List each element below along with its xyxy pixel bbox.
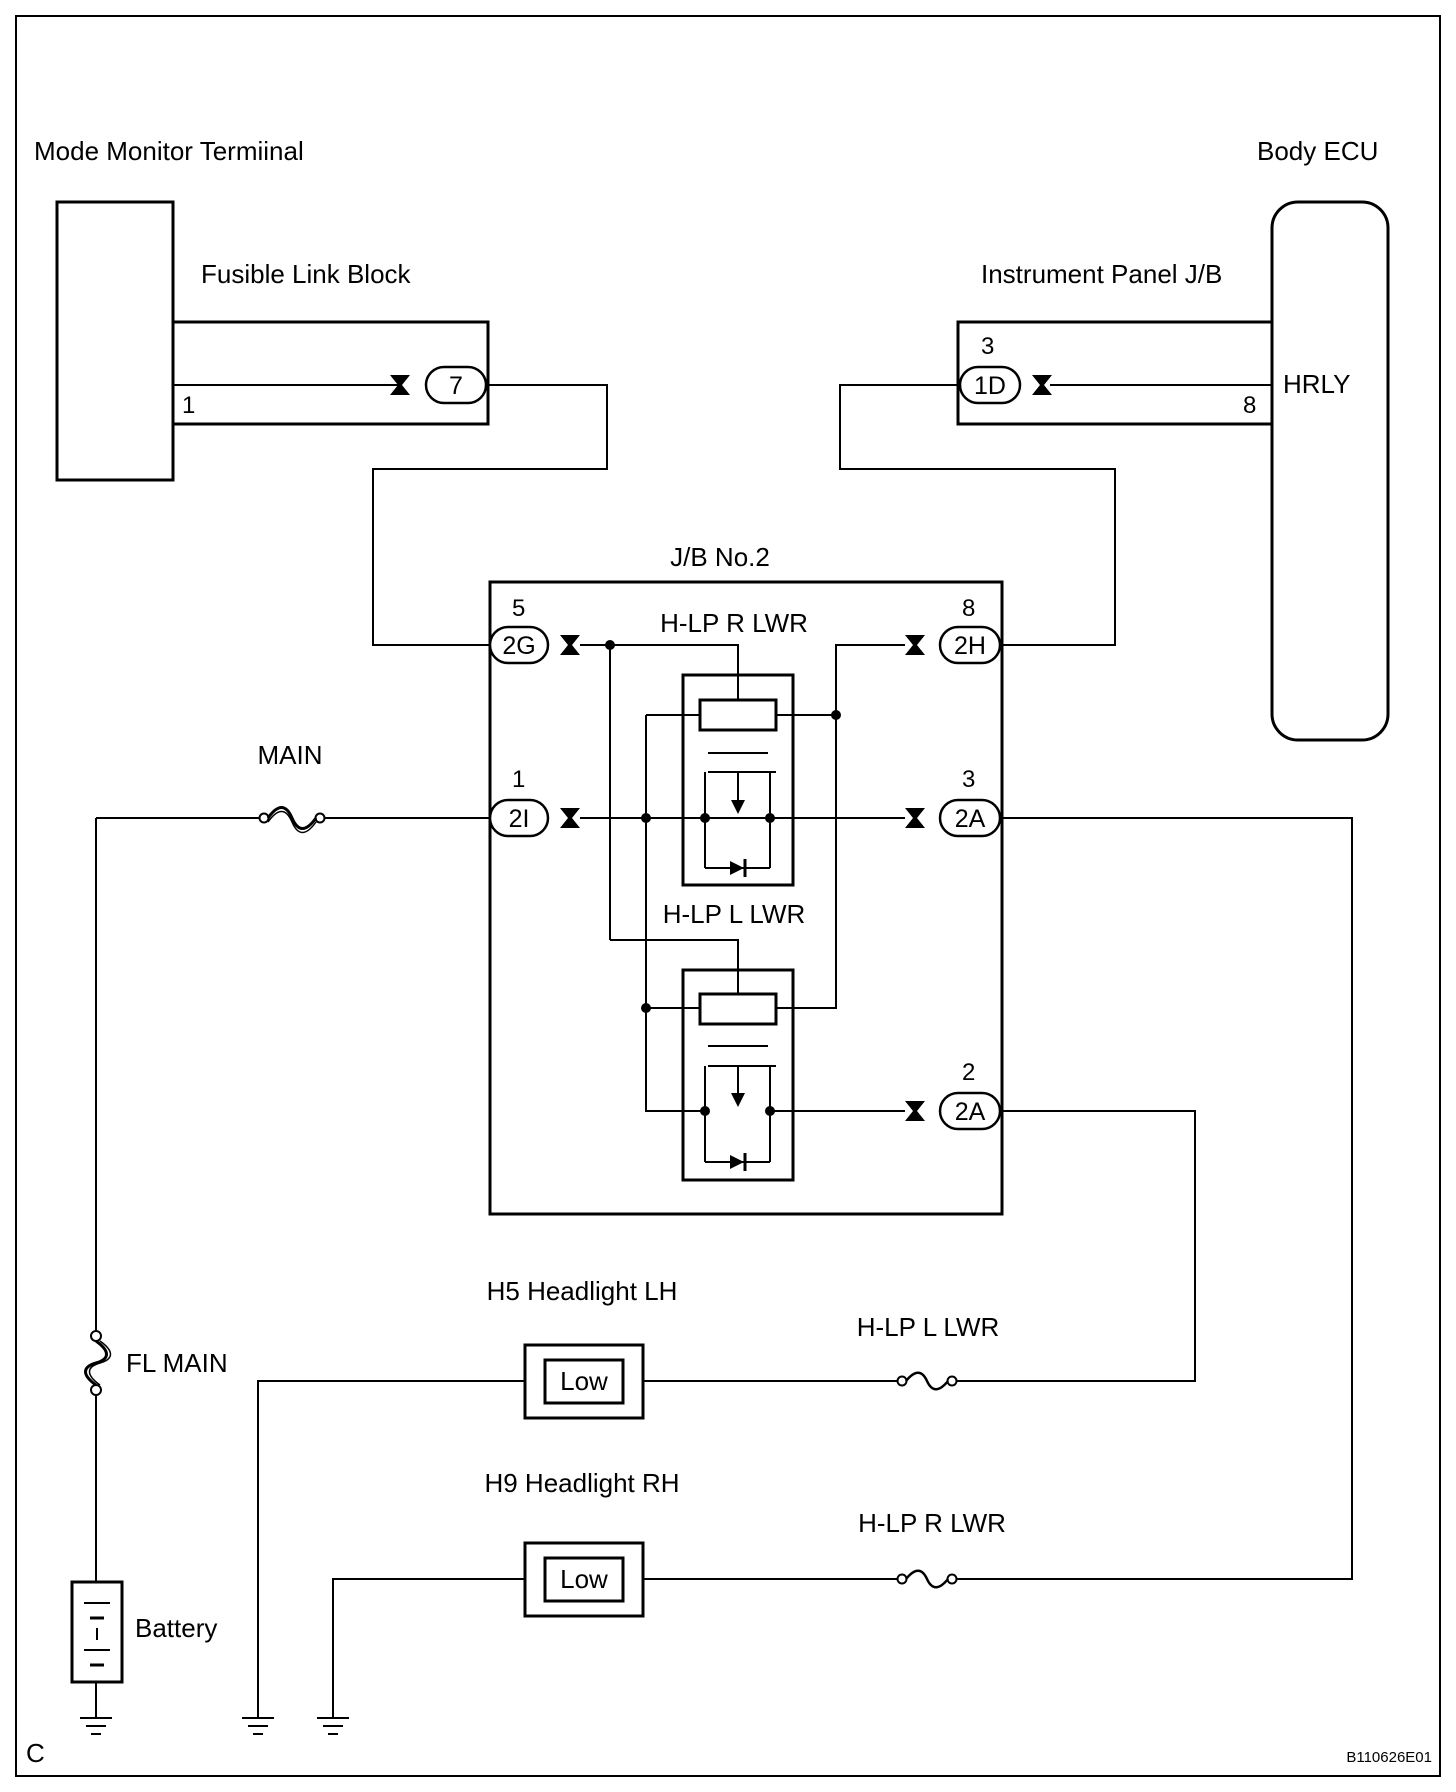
jb-no2-box bbox=[488, 580, 1004, 1216]
junction-dot bbox=[700, 813, 710, 823]
jb-pin-5: 5 bbox=[512, 595, 525, 622]
headlight-lh-low-label: Low bbox=[560, 1366, 608, 1396]
fuse-r-label: H-LP R LWR bbox=[858, 1508, 1006, 1538]
headlight-rh-low-label: Low bbox=[560, 1564, 608, 1594]
battery-icon bbox=[70, 1580, 124, 1684]
junction-dot bbox=[831, 710, 841, 720]
fuse-l-label: H-LP L LWR bbox=[857, 1312, 1000, 1342]
connector-2g-label: 2G bbox=[502, 632, 535, 660]
ground-icon bbox=[80, 1717, 112, 1735]
connector-2i-label: 2I bbox=[509, 805, 530, 833]
hrly-label: HRLY bbox=[1283, 369, 1350, 399]
connector-arrow bbox=[905, 1101, 925, 1121]
connector-2a-bottom-label: 2A bbox=[955, 1098, 986, 1126]
fl-main-label: FL MAIN bbox=[126, 1348, 228, 1378]
connector-2g bbox=[488, 625, 550, 665]
headlight-rh: Low bbox=[523, 1541, 645, 1618]
fusible-link-block-box bbox=[171, 320, 490, 426]
diagram-frame bbox=[15, 15, 1441, 1777]
fusible-link-block-label: Fusible Link Block bbox=[201, 259, 412, 289]
connector-7-label: 7 bbox=[449, 372, 463, 400]
fuse-h-lp-r-lwr-icon bbox=[896, 1569, 958, 1589]
connector-1d-label: 1D bbox=[974, 372, 1006, 400]
connector-arrow bbox=[390, 375, 410, 395]
connector-arrow bbox=[560, 808, 580, 828]
jb-pin-1: 1 bbox=[512, 766, 525, 793]
body-ecu-box bbox=[1270, 200, 1390, 742]
corner-label: C bbox=[26, 1738, 45, 1768]
relay-h-lp-r-lwr bbox=[646, 673, 836, 887]
junction-dot bbox=[700, 1106, 710, 1116]
junction-dot bbox=[605, 640, 615, 650]
connector-arrow bbox=[1032, 375, 1052, 395]
junction-dot bbox=[765, 813, 775, 823]
instrument-panel-jb-label: Instrument Panel J/B bbox=[981, 259, 1222, 289]
headlight-rh-label: H9 Headlight RH bbox=[484, 1468, 679, 1498]
body-ecu-label: Body ECU bbox=[1257, 136, 1378, 166]
connector-2h-label: 2H bbox=[954, 632, 986, 660]
connector-2h bbox=[938, 625, 1002, 665]
junction-dot bbox=[765, 1106, 775, 1116]
mode-monitor-pin-1: 1 bbox=[182, 392, 195, 419]
main-fuse-icon bbox=[258, 806, 326, 834]
main-fuse-label: MAIN bbox=[258, 740, 323, 770]
junction-dot bbox=[641, 813, 651, 823]
ground-icon bbox=[317, 1717, 349, 1735]
relay-l-label: H-LP L LWR bbox=[663, 899, 806, 929]
ground-icon bbox=[242, 1717, 274, 1735]
jb-no2-label: J/B No.2 bbox=[670, 542, 770, 572]
connector-arrow bbox=[560, 635, 580, 655]
fuse-h-lp-l-lwr-icon bbox=[896, 1371, 958, 1391]
headlight-lh: Low bbox=[523, 1343, 645, 1420]
headlight-lh-label: H5 Headlight LH bbox=[487, 1276, 678, 1306]
jb-pin-8: 8 bbox=[962, 595, 975, 622]
relay-h-lp-l-lwr bbox=[646, 968, 836, 1182]
relay-r-label: H-LP R LWR bbox=[660, 608, 808, 638]
figure-code: B110626E01 bbox=[1346, 1749, 1432, 1766]
ecu-pin-8: 8 bbox=[1243, 392, 1256, 419]
mode-monitor-terminal-box bbox=[55, 200, 175, 482]
connector-2a-top-label: 2A bbox=[955, 805, 986, 833]
battery-label: Battery bbox=[135, 1613, 217, 1643]
connector-arrow bbox=[905, 808, 925, 828]
connector-arrow bbox=[905, 635, 925, 655]
jb-pin-3: 3 bbox=[962, 766, 975, 793]
junction-dot bbox=[641, 1003, 651, 1013]
fl-main-fusible-link-icon bbox=[84, 1330, 112, 1396]
mode-monitor-label: Mode Monitor Termiinal bbox=[34, 136, 304, 166]
jb-pin-2: 2 bbox=[962, 1059, 975, 1086]
ipjb-pin-3: 3 bbox=[981, 333, 994, 360]
